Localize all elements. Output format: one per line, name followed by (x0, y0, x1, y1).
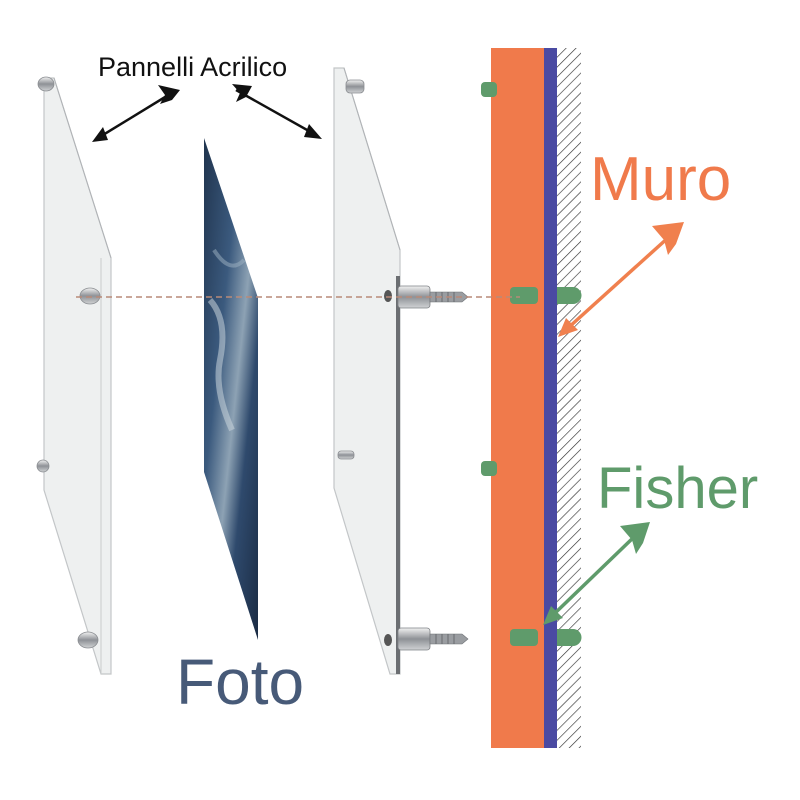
anchor-label: Fisher (597, 456, 758, 521)
standoff-barrel (397, 627, 431, 651)
photo-print (204, 138, 258, 640)
anchor-plug (557, 287, 582, 304)
anchor-plug (481, 461, 497, 476)
anchor-plug (510, 287, 538, 304)
anchor-plug (510, 629, 538, 646)
standoff-barrel (397, 285, 431, 309)
arrow-to-right-panel (235, 88, 317, 137)
right-acrylic-panel (333, 67, 469, 675)
wall-label: Muro (590, 145, 731, 214)
arrow-fletching (232, 84, 252, 102)
screw (429, 633, 469, 645)
arrow-fletching (620, 522, 650, 554)
standoff-cap (77, 631, 99, 649)
standoff-cap (79, 287, 101, 305)
arrow-fletching (652, 222, 684, 255)
anchor-plug (557, 629, 582, 646)
wall-section (481, 48, 582, 748)
arrow-to-left-panel (97, 92, 171, 140)
standoff-cap (345, 79, 365, 94)
standoff-cap (36, 459, 50, 473)
standoff-cap (37, 76, 55, 92)
photo-label: Foto (176, 646, 304, 718)
standoff-cap (337, 450, 355, 460)
wall-blue-layer (544, 48, 557, 748)
panels-label: Pannelli Acrilico (98, 52, 287, 82)
left-acrylic-panel (36, 76, 112, 675)
panel-arrows (92, 84, 322, 142)
arrow-fletching (158, 85, 180, 104)
wall-arrow (558, 222, 684, 337)
anchor-arrow (543, 522, 650, 625)
anchor-plug (481, 82, 497, 97)
